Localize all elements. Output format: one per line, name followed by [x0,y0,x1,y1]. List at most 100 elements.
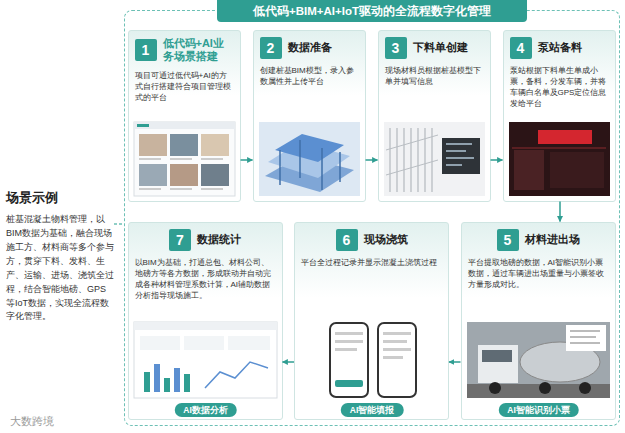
step-card: 3 下料单创建现场材料员根据桩基模型下单并填写信息 [378,30,491,202]
truck-photo [566,325,606,351]
step-description: 平台全过程记录并显示混凝土浇筑过程 [301,257,442,268]
process-panel: 1 低代码+AI业务场景搭建项目可通过低代码+AI的方式自行搭建符合项目管理模式的… [124,10,620,426]
phone-screens [383,340,407,343]
step-card: 7数据统计以BIM为基础，打通总包、材料公司、地磅方等各方数据，形成联动并自动完… [128,222,283,420]
pile-model-form [411,128,412,192]
flow-arrow [559,202,561,222]
bim-model [299,140,301,178]
truck-photo [478,345,518,383]
card-header: 7数据统计 [135,229,276,251]
statistics-screenshot [134,322,277,398]
pile-model-form [386,160,438,175]
pile-model-form [384,122,485,196]
truck-photo [467,322,610,398]
watermark: 大数跨境 [10,414,54,429]
step-title: 泵站备料 [538,41,582,55]
truck-photo [467,384,610,398]
step-description: 平台提取地磅的数据，AI智能识别小票数据，通过车辆进出场重量与小票签收方量形成对… [468,257,609,291]
step-number: 3 [385,37,407,59]
platform-screenshot [134,122,235,196]
step-card: 5材料进出场平台提取地磅的数据，AI智能识别小票数据，通过车辆进出场重量与小票签… [461,222,616,420]
phone-screens [383,332,411,335]
statistics-screenshot [228,336,270,350]
phone-screens [378,323,416,397]
pump-station-photo [512,148,606,149]
statistics-screenshot [140,336,180,350]
scenario-text: 场景示例桩基混凝土物料管理，以BIM数据为基础，融合现场施工方、材料商等多个参与… [6,190,114,324]
truck-photo [539,382,551,394]
platform-screenshot [201,188,223,190]
scenario-heading: 场景示例 [6,190,114,207]
pump-station-photo [538,130,592,144]
pump-station-photo [509,122,610,196]
bim-model [265,156,354,192]
pile-model-form [384,122,485,196]
platform-screenshot [170,158,192,160]
platform-screenshot [170,164,198,186]
pile-model-form [446,157,474,159]
flow-arrow [449,361,461,363]
bim-model [259,122,360,196]
pile-model-form [432,128,433,192]
step-description: 以BIM为基础，打通总包、材料公司、地磅方等各方数据，形成联动并自动完成各种材料… [135,257,276,302]
pile-model-form [390,128,391,192]
card-header: 6 现场浇筑 [301,229,442,251]
step-card: 6 现场浇筑平台全过程记录并显示混凝土浇筑过程 [294,222,449,420]
step-card: 1 低代码+AI业务场景搭建项目可通过低代码+AI的方式自行搭建符合项目管理模式的… [128,30,241,202]
step-card: 4 泵站备料泵站根据下料单生单成小票，备料，分发车辆，并将车辆白名单及GPS定位信… [503,30,616,202]
statistics-screenshot [174,368,180,392]
card-header: 4 泵站备料 [510,37,609,59]
truck-photo [489,382,501,394]
ai-feature-tag: AI数据分析 [174,403,237,417]
step-description: 现场材料员根据桩基模型下单并填写信息 [385,65,484,87]
platform-screenshot [139,134,167,156]
truck-photo [482,350,512,362]
step-number: 5 [497,229,519,251]
step-number: 1 [135,39,157,61]
pile-model-form [397,128,398,192]
step-description: 泵站根据下料单生单成小票，备料，分发车辆，并将车辆白名单及GPS定位信息发给平台 [510,65,609,110]
step-title: 低代码+AI业务场景搭建 [163,37,234,65]
statistics-screenshot [154,364,160,392]
card-header: 5材料进出场 [468,229,609,251]
pump-station-photo [509,122,610,196]
pump-station-photo [550,152,604,188]
step-number: 2 [260,37,282,59]
card-header: 2 数据准备 [260,37,359,59]
pile-model-form [404,128,405,192]
flow-arrow [491,159,503,161]
platform-screenshot [134,122,235,129]
step-number: 6 [336,229,358,251]
platform-screenshot [139,164,167,186]
bim-model [279,150,281,185]
step-description: 项目可通过低代码+AI的方式自行搭建符合项目管理模式的平台 [135,70,234,104]
step-title: 下料单创建 [413,41,468,55]
truck-photo [570,342,600,344]
flow-arrow [283,361,295,363]
statistics-screenshot [134,322,277,398]
step-title: 数据准备 [288,41,332,55]
platform-screenshot [170,188,192,190]
pile-model-form [418,128,419,192]
truck-photo [570,336,596,338]
pile-model-form [446,143,472,145]
statistics-screenshot [184,336,224,350]
pile-model-form [446,150,466,152]
phone-screens [335,332,363,335]
step-description: 创建桩基BIM模型，录入参数属性并上传平台 [260,65,359,87]
phone-screens [330,323,416,397]
card-header: 1 低代码+AI业务场景搭建 [135,37,234,65]
bim-model [339,152,341,182]
truck-photo [520,342,600,382]
truck-photo [579,382,591,394]
platform-screenshot [201,158,223,160]
pump-station-photo [514,150,544,190]
phone-screens [335,380,363,387]
step-card: 2 数据准备创建桩基BIM模型，录入参数属性并上传平台 [253,30,366,202]
phone-screens [383,356,403,359]
step-number: 4 [510,37,532,59]
platform-screenshot [134,122,235,196]
step-title: 现场浇筑 [364,233,408,247]
